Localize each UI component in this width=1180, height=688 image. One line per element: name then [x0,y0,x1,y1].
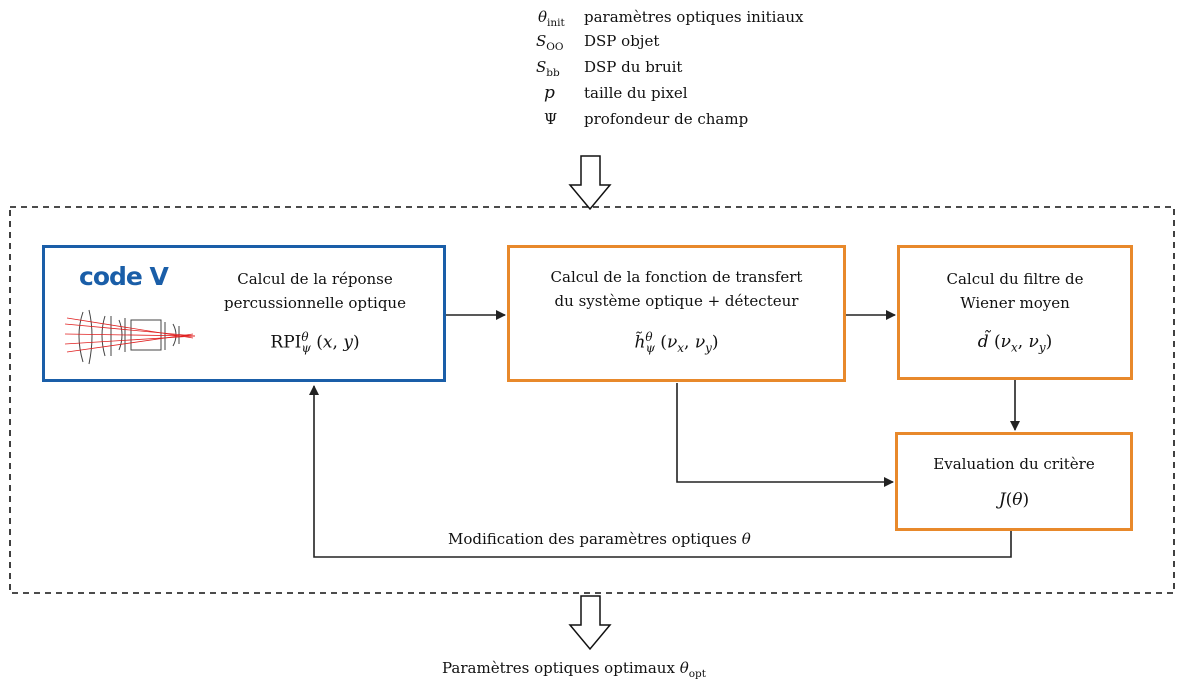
input-theta-init: θinit paramètres optiques initiaux [520,6,840,29]
wiener-line1: Calcul du filtre de [946,270,1084,288]
otf-formula: h̃θψ (νx, νy) [634,330,719,356]
input-soo: SOO DSP objet [520,28,840,54]
output-arrow [568,595,612,651]
psf-box: code V Calcul de la réponse percussionne… [42,245,446,382]
criterion-formula: J(θ) [998,490,1030,510]
system-frame [9,206,1175,594]
output-label: Paramètres optiques optimaux θopt [442,659,706,680]
psf-line1: Calcul de la réponse [237,270,393,288]
inputs-list: θinit paramètres optiques initiaux SOO D… [520,6,840,132]
input-arrow [568,155,612,211]
wiener-line2: Wiener moyen [960,294,1070,312]
wiener-box: Calcul du filtre de Wiener moyen d̃ (νx,… [897,245,1133,380]
wiener-title: Calcul du filtre de Wiener moyen [900,270,1130,312]
psf-formula: RPIθψ (x, y) [270,330,360,356]
input-label: DSP du bruit [584,58,683,76]
otf-box: Calcul de la fonction de transfert du sy… [507,245,846,382]
psf-line2: percussionnelle optique [224,294,406,312]
input-label: DSP objet [584,32,660,50]
wiener-formula: d̃ (νx, νy) [977,332,1053,355]
input-sbb: Sbb DSP du bruit [520,54,840,80]
input-symbol: Ψ [544,110,558,128]
feedback-label: Modification des paramètres optiques θ [448,530,751,548]
psf-title: Calcul de la réponse percussionnelle opt… [195,270,435,312]
input-label: paramètres optiques initiaux [584,8,804,26]
input-label: profondeur de champ [584,110,749,128]
otf-line2: du système optique + détecteur [554,292,799,310]
lens-system-icon [65,309,196,365]
criterion-box: Evaluation du critère J(θ) [895,432,1133,531]
input-symbol: p [544,83,555,103]
arrow-otf-criterion [676,383,894,487]
input-symbol: SOO [536,32,564,53]
arrow-feedback [309,385,1012,558]
codev-logo: code V [79,262,169,291]
input-psi: Ψ profondeur de champ [520,106,840,132]
input-symbol: θinit [538,8,565,29]
otf-title: Calcul de la fonction de transfert du sy… [510,268,843,310]
input-p: p taille du pixel [520,80,840,106]
otf-line1: Calcul de la fonction de transfert [550,268,803,286]
input-symbol: Sbb [536,58,560,79]
criterion-title: Evaluation du critère [933,455,1095,473]
input-label: taille du pixel [584,84,688,102]
